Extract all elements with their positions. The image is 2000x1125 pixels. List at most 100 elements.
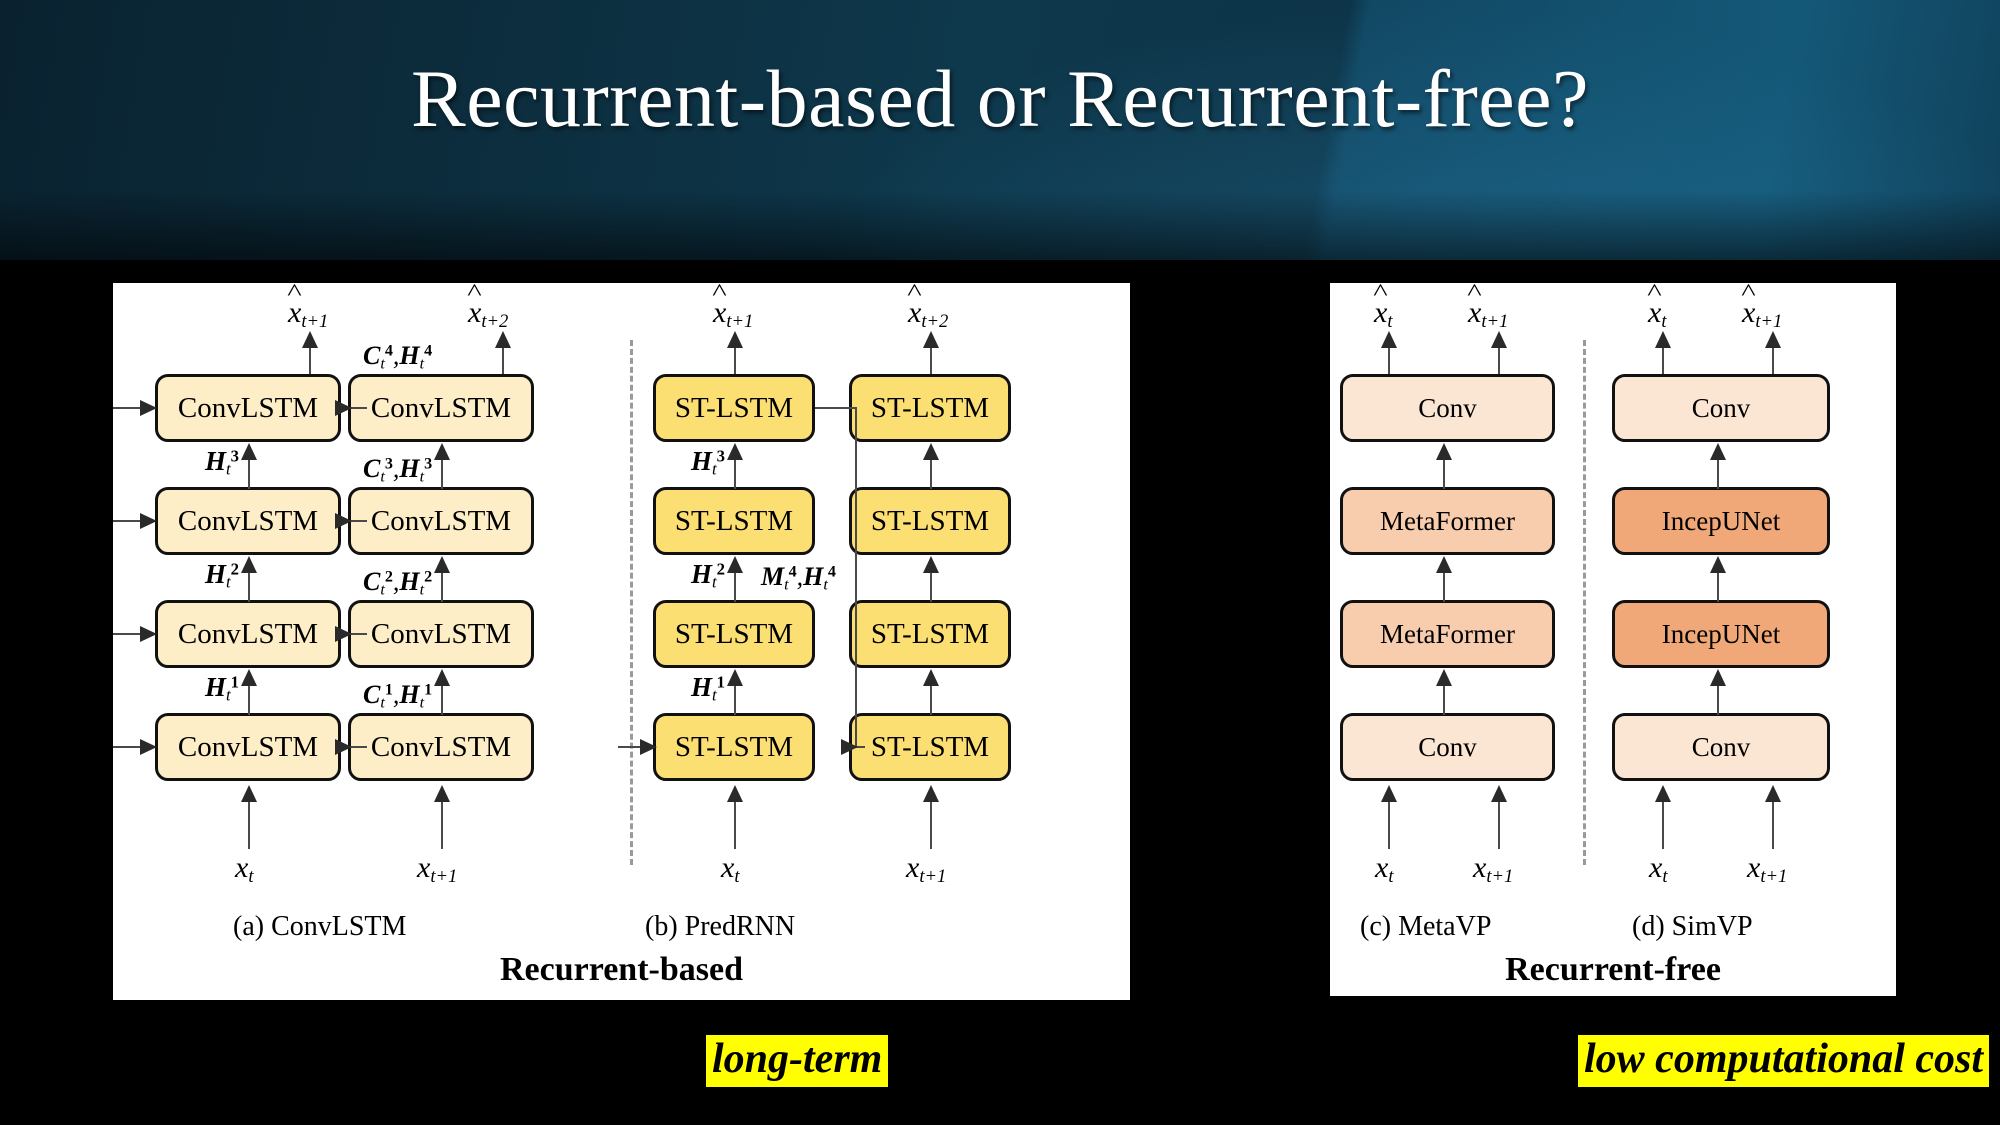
subfigure-divider-c-d	[1583, 340, 1586, 865]
block-metavp-conv-top[interactable]: Conv	[1340, 374, 1555, 442]
recurrent-arrow-line-a-r1	[341, 746, 367, 748]
input-label-xt1-d: xt+1	[1747, 851, 1788, 888]
block-label: Conv	[1691, 392, 1751, 423]
subfigure-caption-d: (d) SimVP	[1632, 911, 1753, 942]
group-caption-recurrent-based: Recurrent-based	[500, 951, 743, 988]
input-arrow-head-d-left	[1655, 785, 1671, 802]
callout-low-computational-cost: low computational cost	[1578, 1035, 1990, 1088]
block-stlstm-r3c2[interactable]: ST-LSTM	[849, 487, 1011, 555]
block-label: ConvLSTM	[177, 617, 319, 650]
block-label: ST-LSTM	[870, 391, 990, 424]
subfigure-caption-b: (b) PredRNN	[645, 911, 796, 942]
input-arrow-line-c-left	[1388, 801, 1390, 849]
stack-arrow-line-d-1	[1717, 683, 1719, 715]
output-arrow-head-b-col1	[727, 331, 743, 348]
block-convlstm-r4c1[interactable]: ConvLSTM	[155, 374, 341, 442]
hidden-state-label-b-h3: Ht3	[691, 446, 726, 479]
recurrent-arrow-line-a-r4	[341, 407, 367, 409]
block-simvp-conv-bottom[interactable]: Conv	[1612, 713, 1830, 781]
hidden-state-label-a-h2: Ht2	[205, 559, 240, 592]
block-label: IncepUNet	[1661, 505, 1781, 536]
block-metavp-metaformer-lower[interactable]: MetaFormer	[1340, 600, 1555, 668]
stack-arrow-head-d-1	[1710, 669, 1726, 686]
block-convlstm-r4c2[interactable]: ConvLSTM	[348, 374, 534, 442]
block-label: ST-LSTM	[870, 504, 990, 537]
stack-arrow-head-c-2	[1436, 556, 1452, 573]
block-simvp-incepunet-lower[interactable]: IncepUNet	[1612, 600, 1830, 668]
recurrent-arrow-head-a-r3	[335, 513, 352, 529]
output-arrow-head-c-left	[1381, 331, 1397, 348]
block-simvp-conv-top[interactable]: Conv	[1612, 374, 1830, 442]
output-label-xhat-t2-a: xt+2	[468, 298, 508, 332]
block-stlstm-r2c2[interactable]: ST-LSTM	[849, 600, 1011, 668]
vertical-arrow-line-a-c1-3	[248, 457, 250, 489]
stack-arrow-line-c-2	[1443, 570, 1445, 602]
incoming-arrow-line-b-r1	[618, 746, 648, 748]
block-stlstm-r4c2[interactable]: ST-LSTM	[849, 374, 1011, 442]
hidden-state-label-b-h1: Ht1	[691, 672, 726, 705]
output-arrow-line-b-col1	[734, 345, 736, 375]
block-label: ConvLSTM	[177, 391, 319, 424]
block-stlstm-r2c1[interactable]: ST-LSTM	[653, 600, 815, 668]
vertical-arrow-line-b-c1-3	[734, 457, 736, 489]
block-label: ST-LSTM	[674, 504, 794, 537]
block-metavp-conv-bottom[interactable]: Conv	[1340, 713, 1555, 781]
output-arrow-line-c-left	[1388, 345, 1390, 375]
cell-state-label-a-ch1: Ct1,Ht1	[363, 680, 433, 712]
vertical-arrow-line-a-c2-2	[441, 570, 443, 602]
subfigure-caption-a: (a) ConvLSTM	[233, 911, 407, 942]
hidden-state-label-a-h1: Ht1	[205, 672, 240, 705]
block-metavp-metaformer-upper[interactable]: MetaFormer	[1340, 487, 1555, 555]
block-convlstm-r2c1[interactable]: ConvLSTM	[155, 600, 341, 668]
incoming-arrow-head-a-r2	[140, 626, 157, 642]
stack-arrow-line-c-1	[1443, 683, 1445, 715]
output-label-xhat-t-d: xt	[1648, 298, 1667, 332]
callout-long-term: long-term	[706, 1035, 889, 1088]
input-arrow-line-d-right	[1772, 801, 1774, 849]
vertical-arrow-head-a-c2-3	[434, 443, 450, 460]
block-label: Conv	[1691, 731, 1751, 762]
vertical-arrow-line-a-c1-2	[248, 570, 250, 602]
figure-panel-recurrent-based: xt+1 xt+2 ConvLSTM ConvLSTM ConvLSTM Con…	[113, 283, 1130, 1000]
block-label: Conv	[1418, 392, 1477, 423]
input-label-xt1-a: xt+1	[417, 851, 458, 888]
block-convlstm-r1c1[interactable]: ConvLSTM	[155, 713, 341, 781]
subfigure-divider-a-b	[630, 340, 633, 865]
hidden-state-label-a-h3: Ht3	[205, 446, 240, 479]
memory-flow-segment-into-block	[855, 746, 865, 748]
input-arrow-line-d-left	[1662, 801, 1664, 849]
block-convlstm-r3c2[interactable]: ConvLSTM	[348, 487, 534, 555]
input-arrow-line-b-c1	[734, 801, 736, 849]
input-label-xt-c: xt	[1375, 851, 1394, 888]
block-stlstm-r1c2[interactable]: ST-LSTM	[849, 713, 1011, 781]
input-label-xt-b: xt	[721, 851, 740, 888]
output-arrow-line-d-right	[1772, 345, 1774, 375]
block-label: ConvLSTM	[370, 730, 512, 763]
group-caption-recurrent-free: Recurrent-free	[1505, 951, 1721, 988]
input-label-xt1-b: xt+1	[906, 851, 947, 888]
incoming-arrow-line-a-r2	[113, 633, 143, 635]
block-convlstm-r1c2[interactable]: ConvLSTM	[348, 713, 534, 781]
input-arrow-head-a-c2	[434, 785, 450, 802]
vertical-arrow-head-b-c2-3	[923, 443, 939, 460]
block-label: IncepUNet	[1661, 618, 1781, 649]
block-convlstm-r3c1[interactable]: ConvLSTM	[155, 487, 341, 555]
block-simvp-incepunet-upper[interactable]: IncepUNet	[1612, 487, 1830, 555]
input-arrow-head-d-right	[1765, 785, 1781, 802]
figure-panel-recurrent-free: xt xt+1 Conv MetaFormer MetaFormer Conv …	[1330, 283, 1896, 996]
vertical-arrow-line-b-c1-1	[734, 683, 736, 715]
input-arrow-line-a-c2	[441, 801, 443, 849]
block-label: ST-LSTM	[870, 617, 990, 650]
stack-arrow-line-c-3	[1443, 457, 1445, 489]
incoming-arrow-line-a-r4	[113, 407, 143, 409]
output-arrow-line-a-col2	[502, 345, 504, 375]
stack-arrow-head-d-3	[1710, 443, 1726, 460]
input-arrow-head-b-c2	[923, 785, 939, 802]
vertical-arrow-head-b-c2-1	[923, 669, 939, 686]
stack-arrow-head-c-3	[1436, 443, 1452, 460]
block-stlstm-r1c1[interactable]: ST-LSTM	[653, 713, 815, 781]
block-stlstm-r4c1[interactable]: ST-LSTM	[653, 374, 815, 442]
block-convlstm-r2c2[interactable]: ConvLSTM	[348, 600, 534, 668]
block-stlstm-r3c1[interactable]: ST-LSTM	[653, 487, 815, 555]
output-label-xhat-t1-d: xt+1	[1742, 298, 1782, 332]
